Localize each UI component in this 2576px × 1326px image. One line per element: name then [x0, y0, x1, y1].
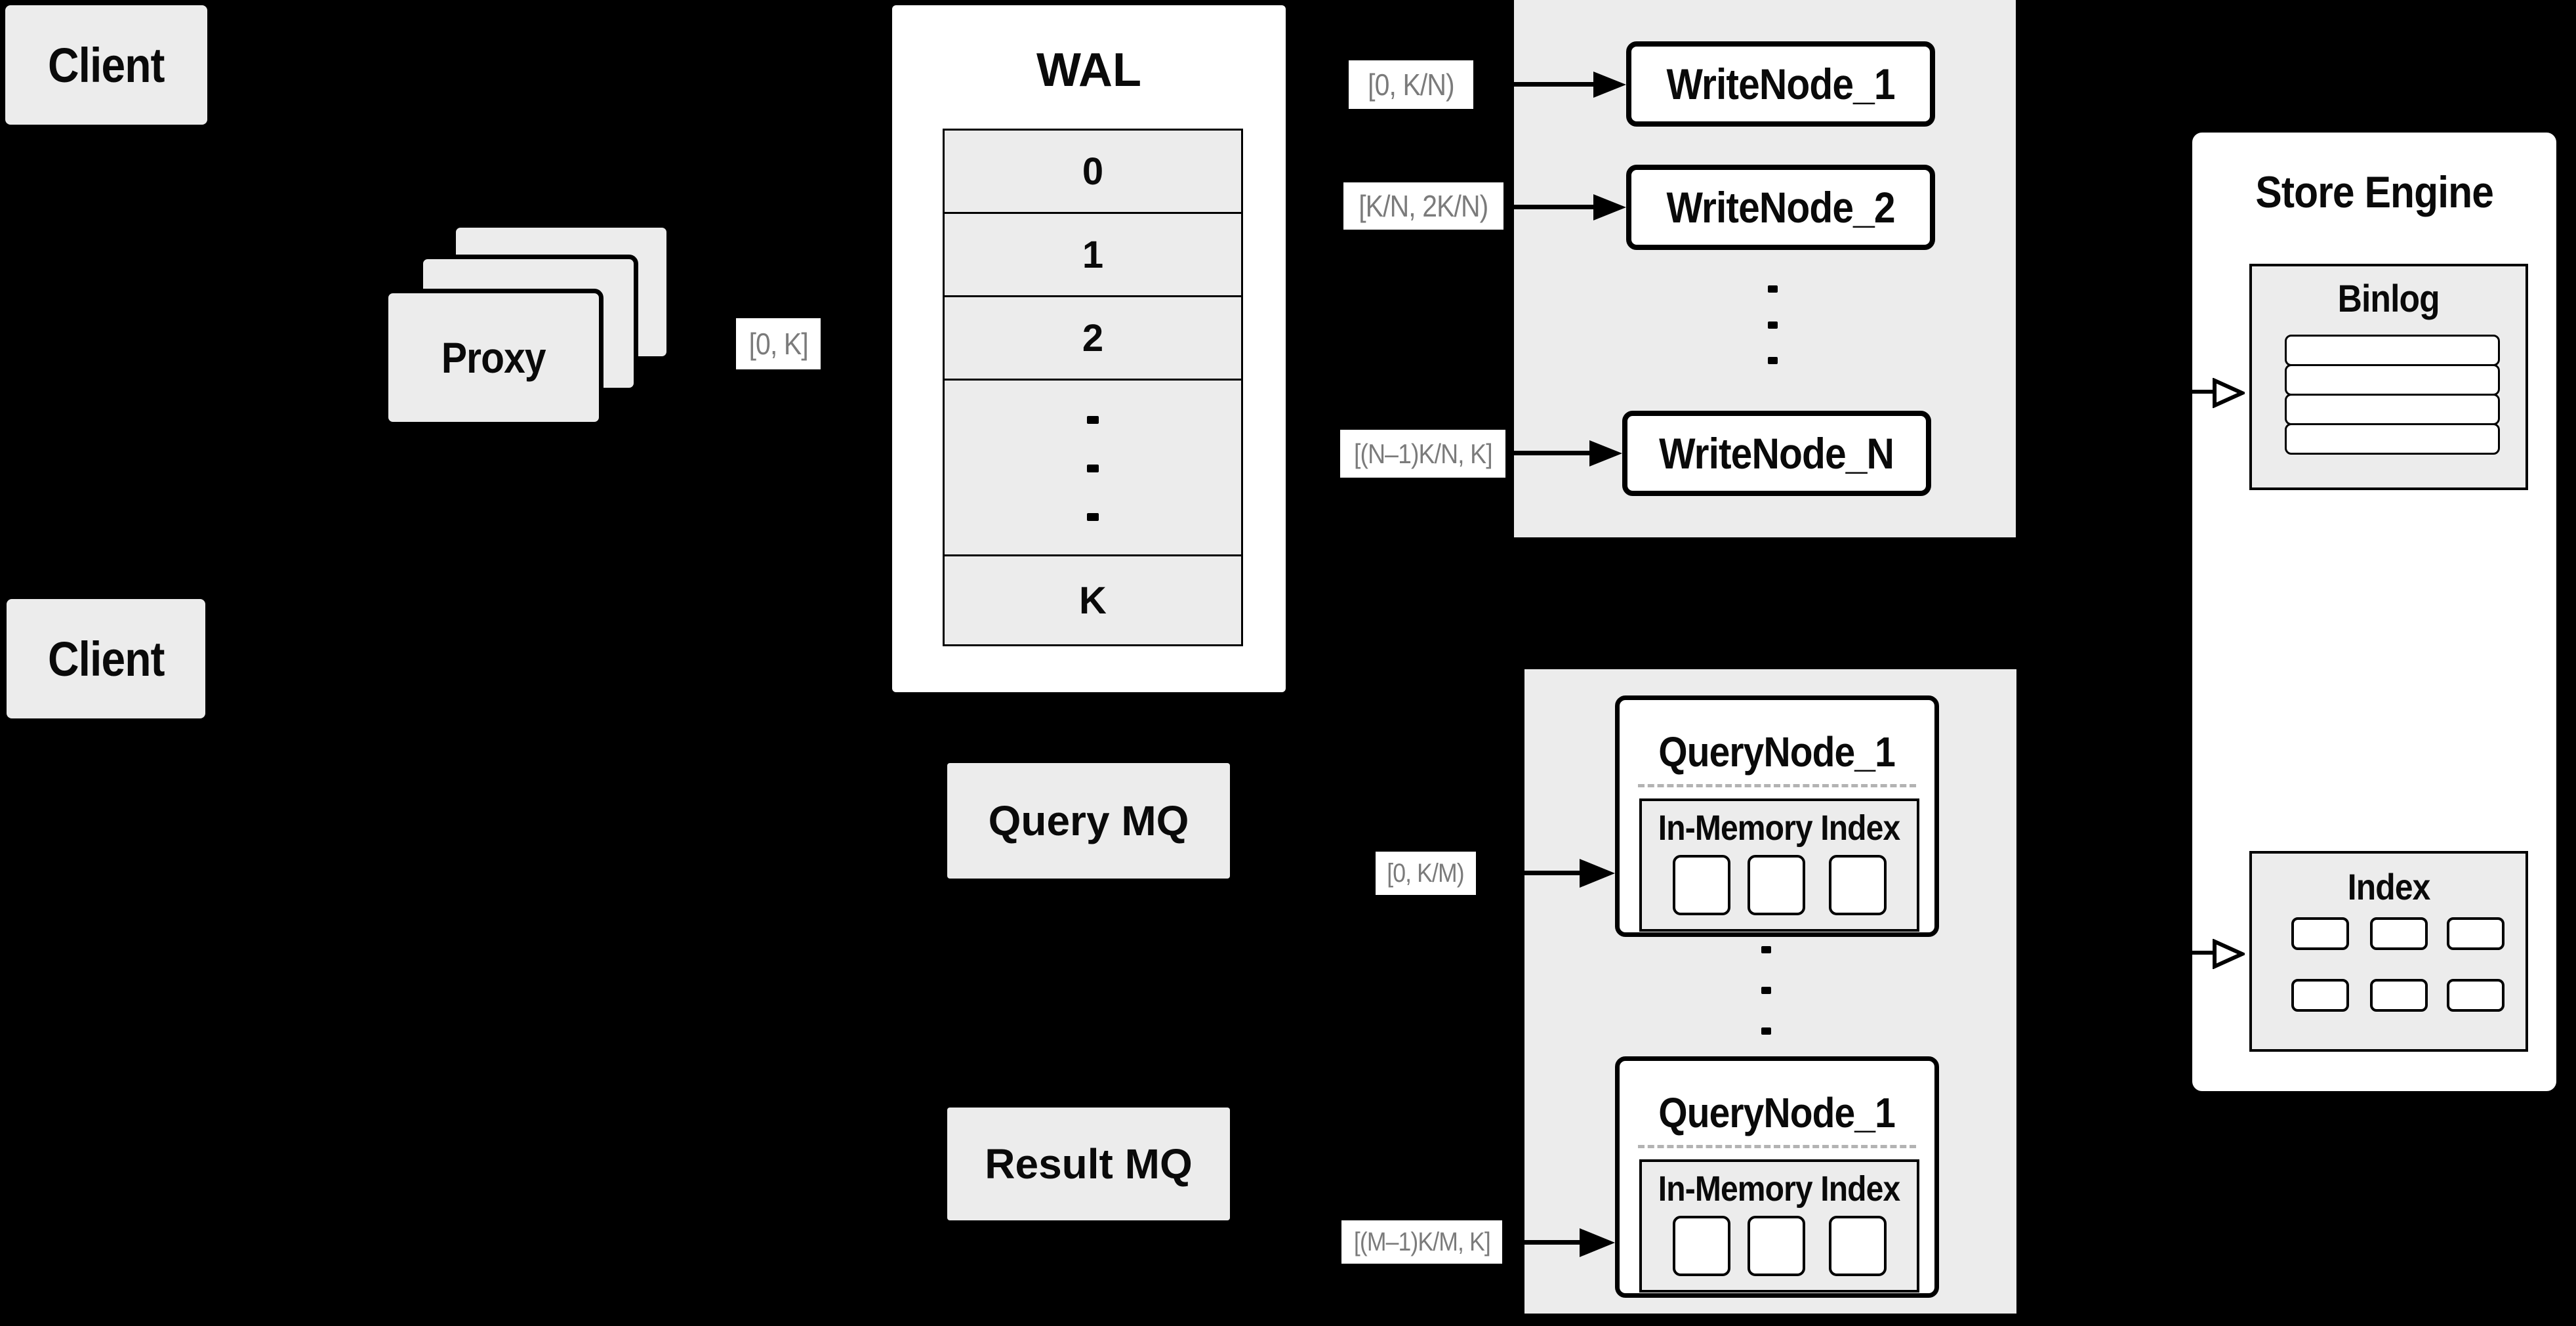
index-file-cell: [2370, 979, 2428, 1012]
query-node-bottom: QueryNode_1 In-Memory Index: [1615, 1056, 1939, 1298]
divider: [1638, 1145, 1916, 1148]
arrow-right-icon: [1580, 859, 1615, 888]
write-node-n-label: WriteNode_N: [1659, 429, 1895, 478]
hollow-arrow-right-icon: [2213, 939, 2245, 969]
index-segment-cell: [1829, 1216, 1887, 1276]
write-node-2-label: WriteNode_2: [1666, 183, 1895, 232]
index-segment-cell: [1829, 855, 1887, 915]
ingest-range-label: [0, K]: [736, 318, 821, 369]
index-segment-cell: [1748, 855, 1805, 915]
in-memory-index-box: In-Memory Index: [1639, 798, 1919, 932]
index-segment-cell: [1673, 1216, 1730, 1276]
query-range-text-m: [(M–1)K/M, K]: [1353, 1227, 1490, 1256]
proxy-label: Proxy: [441, 333, 546, 382]
vertical-ellipsis: [1768, 285, 1778, 364]
arrow-line: [2170, 951, 2215, 955]
wal-segment-table: 0 1 2 K: [943, 129, 1243, 646]
index-title: Index: [2347, 866, 2431, 907]
arrow-right-icon: [1593, 72, 1626, 98]
vertical-ellipsis: [1087, 416, 1099, 521]
write-node-1-label: WriteNode_1: [1666, 60, 1895, 108]
arrow-line: [1502, 1240, 1582, 1245]
index-file-cell: [2370, 917, 2428, 950]
write-range-label-2: [K/N, 2K/N): [1343, 182, 1503, 230]
index-file-cell: [2447, 979, 2504, 1012]
write-range-label-n: [(N–1)K/N, K]: [1340, 430, 1505, 478]
query-mq-box: Query MQ: [947, 763, 1230, 879]
binlog-row: [2285, 394, 2500, 425]
binlog-title: Binlog: [2337, 278, 2440, 320]
hollow-arrow-right-icon: [2213, 378, 2245, 408]
ingest-range-text: [0, K]: [748, 327, 808, 361]
wal-segment-row: 0: [943, 129, 1243, 214]
binlog-box: Binlog: [2249, 264, 2528, 490]
wal-title: WAL: [1036, 44, 1141, 96]
arrow-line: [1473, 82, 1593, 87]
index-segment-cell: [1673, 855, 1730, 915]
write-node-1: WriteNode_1: [1626, 41, 1935, 127]
in-memory-index-title: In-Memory Index: [1658, 808, 1900, 848]
wal-segment-row: 1: [943, 212, 1243, 297]
arrow-line: [1505, 451, 1589, 455]
write-range-text-n: [(N–1)K/N, K]: [1353, 438, 1493, 469]
write-range-text-2: [K/N, 2K/N): [1359, 189, 1488, 223]
wal-segment-k: K: [1079, 579, 1107, 622]
client-node-top: Client: [5, 5, 207, 125]
arrow-right-icon: [1580, 1228, 1615, 1257]
vertical-ellipsis: [1761, 946, 1771, 1035]
client-label: Client: [47, 631, 165, 686]
arrow-line: [2170, 390, 2215, 394]
wal-segment-2: 2: [1082, 316, 1104, 360]
wal-segment-1: 1: [1082, 233, 1104, 276]
binlog-row: [2285, 423, 2500, 455]
wal-ellipsis-row: [943, 379, 1243, 556]
index-segment-cell: [1748, 1216, 1805, 1276]
query-range-label-1: [0, K/M): [1376, 852, 1476, 895]
index-file-cell: [2291, 979, 2349, 1012]
result-mq-box: Result MQ: [947, 1108, 1230, 1220]
divider: [1638, 784, 1916, 787]
result-mq-label: Result MQ: [985, 1140, 1193, 1188]
in-memory-index-title: In-Memory Index: [1658, 1169, 1900, 1209]
query-node-top-label: QueryNode_1: [1658, 728, 1896, 776]
wal-segment-0: 0: [1082, 150, 1104, 193]
wal-box: WAL 0 1 2 K: [892, 5, 1286, 692]
index-box: Index: [2249, 851, 2528, 1052]
arrow-right-icon: [1589, 440, 1622, 466]
index-file-cell: [2291, 917, 2349, 950]
query-mq-label: Query MQ: [988, 797, 1189, 844]
binlog-row: [2285, 364, 2500, 396]
write-range-label-1: [0, K/N): [1349, 60, 1473, 109]
store-engine-title: Store Engine: [2255, 167, 2493, 217]
index-file-cell: [2447, 917, 2504, 950]
query-range-label-m: [(M–1)K/M, K]: [1341, 1220, 1502, 1264]
query-node-bottom-label: QueryNode_1: [1658, 1089, 1896, 1136]
query-node-top: QueryNode_1 In-Memory Index: [1615, 695, 1939, 937]
binlog-rows: [2285, 335, 2500, 455]
arrow-line: [1476, 871, 1582, 875]
binlog-row: [2285, 335, 2500, 366]
proxy-card-front: Proxy: [384, 289, 603, 426]
wal-segment-row: K: [943, 554, 1243, 646]
write-range-text-1: [0, K/N): [1368, 68, 1455, 102]
write-node-2: WriteNode_2: [1626, 165, 1935, 250]
client-label: Client: [48, 37, 165, 93]
write-node-n: WriteNode_N: [1622, 411, 1931, 496]
client-node-bottom: Client: [7, 599, 205, 718]
in-memory-index-box: In-Memory Index: [1639, 1159, 1919, 1293]
arrow-line: [1503, 205, 1593, 209]
wal-segment-row: 2: [943, 295, 1243, 381]
arrow-right-icon: [1593, 194, 1626, 220]
store-engine-box: Store Engine Binlog Index: [2190, 131, 2558, 1093]
query-range-text-1: [0, K/M): [1387, 858, 1465, 888]
